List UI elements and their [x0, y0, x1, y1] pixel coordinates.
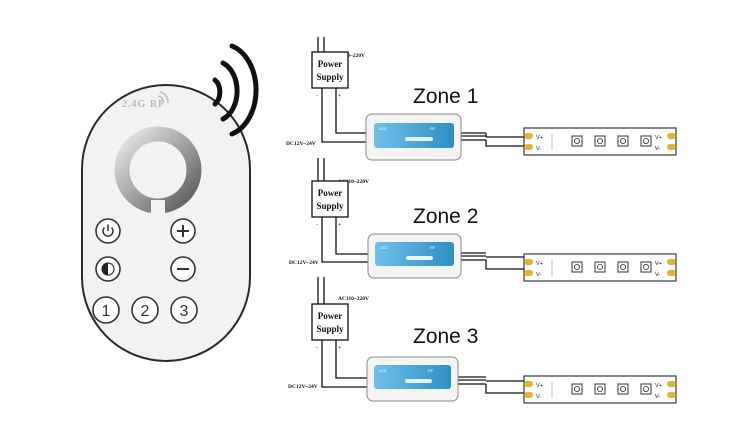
zone-1-button[interactable]	[92, 296, 120, 324]
zone-3-vminus-left: V-	[536, 394, 541, 400]
zone-3-controller: LED RF	[366, 356, 459, 402]
zone-2-button-label: 2	[141, 303, 150, 320]
zone-2-power-label-2: Supply	[316, 201, 344, 211]
zone-3-dc-label: DC12V~24V	[288, 384, 318, 390]
zone-1-circuit: AC110~220V Power Supply - + DC12V~24V Zo…	[286, 37, 677, 161]
zone-1-vminus-right: V-	[655, 146, 660, 152]
power-icon	[102, 224, 114, 237]
zone-3-vplus-left: V+	[536, 383, 543, 389]
svg-text:LED: LED	[380, 245, 388, 250]
svg-text:LED: LED	[379, 368, 387, 373]
zone-1-ac-label: AC110~220V	[334, 53, 365, 59]
zone-2-power-label-1: Power	[318, 188, 343, 198]
remote-brand: 2.4G RF	[122, 99, 165, 110]
zone-2-title: Zone 2	[413, 205, 478, 228]
plus-icon	[177, 225, 189, 237]
zone-2-vminus-right: V-	[655, 272, 660, 278]
zone-3-power-supply	[311, 303, 349, 341]
zone-3-led-strip	[523, 375, 677, 404]
zone-3-vminus-right: V-	[655, 394, 660, 400]
zone-2-vplus-left: V+	[536, 261, 543, 267]
zone-3-plus-label: +	[338, 345, 341, 351]
zone-1-plus-label: +	[338, 93, 341, 99]
svg-text:LED: LED	[379, 126, 387, 131]
zone-1-vminus-left: V-	[536, 146, 541, 152]
zone-2-controller: LED RF	[367, 233, 462, 279]
wireless-signal-icon	[212, 43, 259, 137]
zone-3-circuit: AC110~220V Power Supply - + DC12V~24V Zo…	[288, 277, 677, 404]
remote-control: 2.4G RF 1 2 3	[81, 84, 251, 362]
zone-1-power-supply	[311, 51, 349, 89]
touch-wheel-gap	[151, 200, 165, 216]
zone-2-ac-label: AC110~220V	[338, 179, 369, 185]
svg-text:RF: RF	[430, 245, 436, 250]
zone-2-plus-label: +	[338, 222, 341, 228]
zone-2-circuit: AC110~220V Power Supply - + DC12V~24V Zo…	[289, 158, 677, 282]
zone-3-title: Zone 3	[413, 325, 478, 348]
signal-small-icon	[157, 95, 164, 104]
zone-1-vplus-left: V+	[536, 135, 543, 141]
zone-1-led-strip	[523, 127, 677, 156]
zone-1-power-label-2: Supply	[316, 72, 344, 82]
zone-1-controller: LED RF	[365, 113, 462, 161]
zone-2-dc-label: DC12V~24V	[289, 260, 319, 266]
zone-3-minus-label: -	[316, 345, 318, 351]
zone-2-vplus-right: V+	[655, 261, 662, 267]
zone-2-minus-label: -	[316, 222, 318, 228]
zone-2-led-strip	[523, 253, 677, 282]
zone-1-power-label-1: Power	[318, 59, 343, 69]
zone-3-button-label: 3	[180, 303, 189, 320]
zone-2-vminus-left: V-	[536, 272, 541, 278]
zone-3-power-label-2: Supply	[316, 324, 344, 334]
brightness-mode-icon	[101, 262, 115, 276]
zone-1-button-label: 1	[102, 303, 111, 320]
zone-1-dc-label: DC12V~24V	[286, 141, 316, 147]
zone-3-power-label-1: Power	[318, 311, 343, 321]
zone-2-power-supply	[311, 180, 349, 218]
zone-3-button[interactable]	[170, 296, 198, 324]
zone-3-vplus-right: V+	[655, 383, 662, 389]
zone-1-vplus-right: V+	[655, 135, 662, 141]
signal-small-icon-2	[159, 91, 169, 104]
svg-text:RF: RF	[430, 126, 436, 131]
zone-1-title: Zone 1	[413, 85, 478, 108]
zone-1-minus-label: -	[316, 93, 318, 99]
zone-3-ac-label: AC110~220V	[338, 296, 369, 302]
svg-text:RF: RF	[428, 368, 434, 373]
zone-2-button[interactable]	[131, 296, 159, 324]
